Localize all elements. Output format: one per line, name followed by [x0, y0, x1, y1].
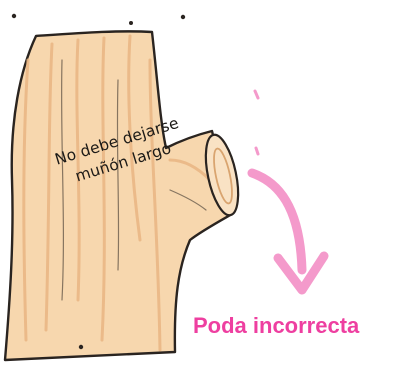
branch-stub — [204, 133, 240, 217]
ink-dots — [11, 13, 186, 350]
curved-arrow-down-icon — [247, 168, 329, 295]
wood-grain — [22, 34, 212, 352]
caption: Poda incorrecta — [193, 313, 360, 338]
